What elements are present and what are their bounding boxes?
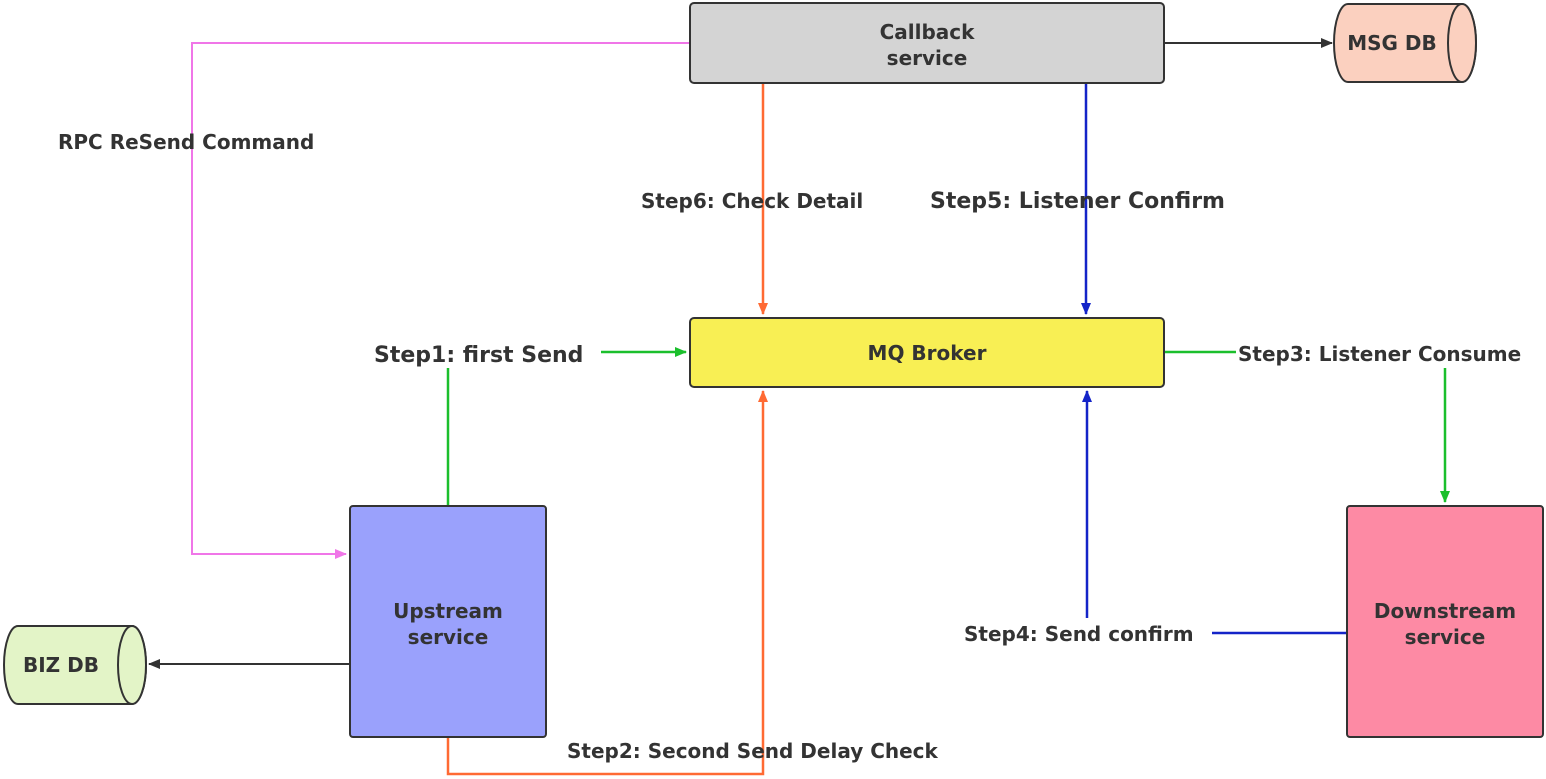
step3-label: Step3: Listener Consume <box>1238 342 1521 366</box>
step5-label: Step5: Listener Confirm <box>930 189 1225 214</box>
mq-broker-node[interactable]: MQ Broker <box>689 317 1165 388</box>
callback-service-label-line1: Callback <box>880 20 976 44</box>
step1-label: Step1: first Send <box>374 343 583 368</box>
callback-service-node[interactable]: Callback service <box>689 2 1165 84</box>
msg-db-label: MSG DB <box>1347 31 1437 55</box>
downstream-service-node[interactable]: Downstream service <box>1346 505 1544 738</box>
mq-broker-label: MQ Broker <box>868 341 987 365</box>
upstream-service-label-line2: service <box>408 625 489 649</box>
step6-label: Step6: Check Detail <box>641 189 863 213</box>
upstream-service-label-line1: Upstream <box>393 599 503 623</box>
upstream-service-node[interactable]: Upstream service <box>349 505 547 738</box>
edge-step2 <box>446 390 768 776</box>
downstream-service-label-line2: service <box>1405 625 1486 649</box>
msg-db-node[interactable]: MSG DB <box>1333 3 1477 83</box>
edge-rpc-resend <box>191 42 690 559</box>
biz-db-label: BIZ DB <box>23 653 99 677</box>
step4-label: Step4: Send confirm <box>964 622 1194 646</box>
downstream-service-label-line1: Downstream <box>1374 599 1516 623</box>
step2-label: Step2: Second Send Delay Check <box>567 739 939 763</box>
callback-service-label-line2: service <box>887 46 968 70</box>
rpc-resend-label: RPC ReSend Command <box>58 130 314 154</box>
biz-db-node[interactable]: BIZ DB <box>3 625 147 705</box>
